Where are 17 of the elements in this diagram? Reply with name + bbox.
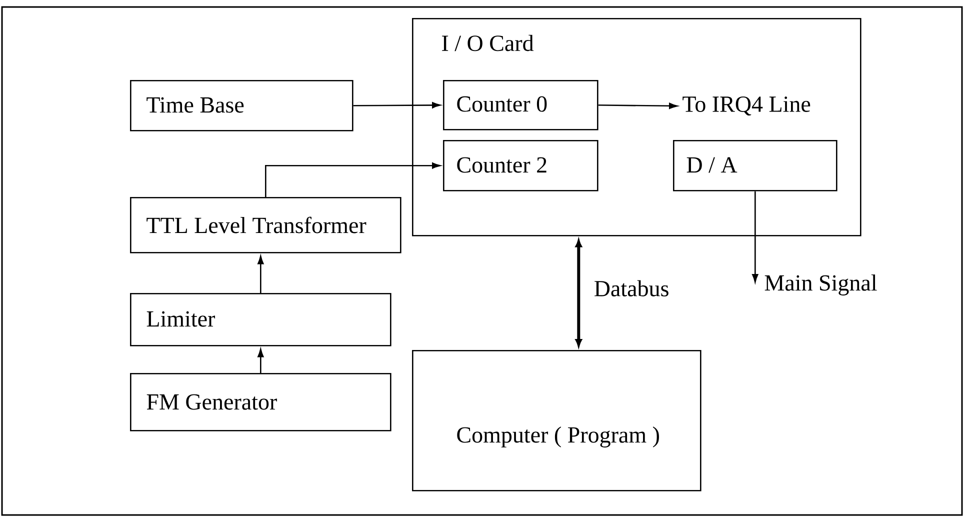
block-box: Time Base	[130, 80, 354, 132]
signal-label: To IRQ4 Line	[682, 96, 810, 116]
edge-label: Databus	[594, 280, 668, 296]
block-box: Computer ( Program )	[412, 350, 702, 492]
arrow	[258, 348, 264, 373]
block-box: Counter 2	[443, 140, 598, 192]
block-box: FM Generator	[130, 373, 392, 432]
block-box: TTL Level Transformer	[130, 197, 402, 254]
arrow	[353, 102, 441, 108]
arrow	[752, 191, 758, 282]
block-box: Counter 0	[443, 80, 598, 130]
arrow	[258, 256, 264, 293]
block-box: D / A	[673, 140, 838, 192]
signal-label: Main Signal	[764, 274, 877, 296]
arrow	[265, 162, 441, 197]
block-box: Limiter	[130, 293, 392, 346]
arrow	[598, 102, 678, 109]
